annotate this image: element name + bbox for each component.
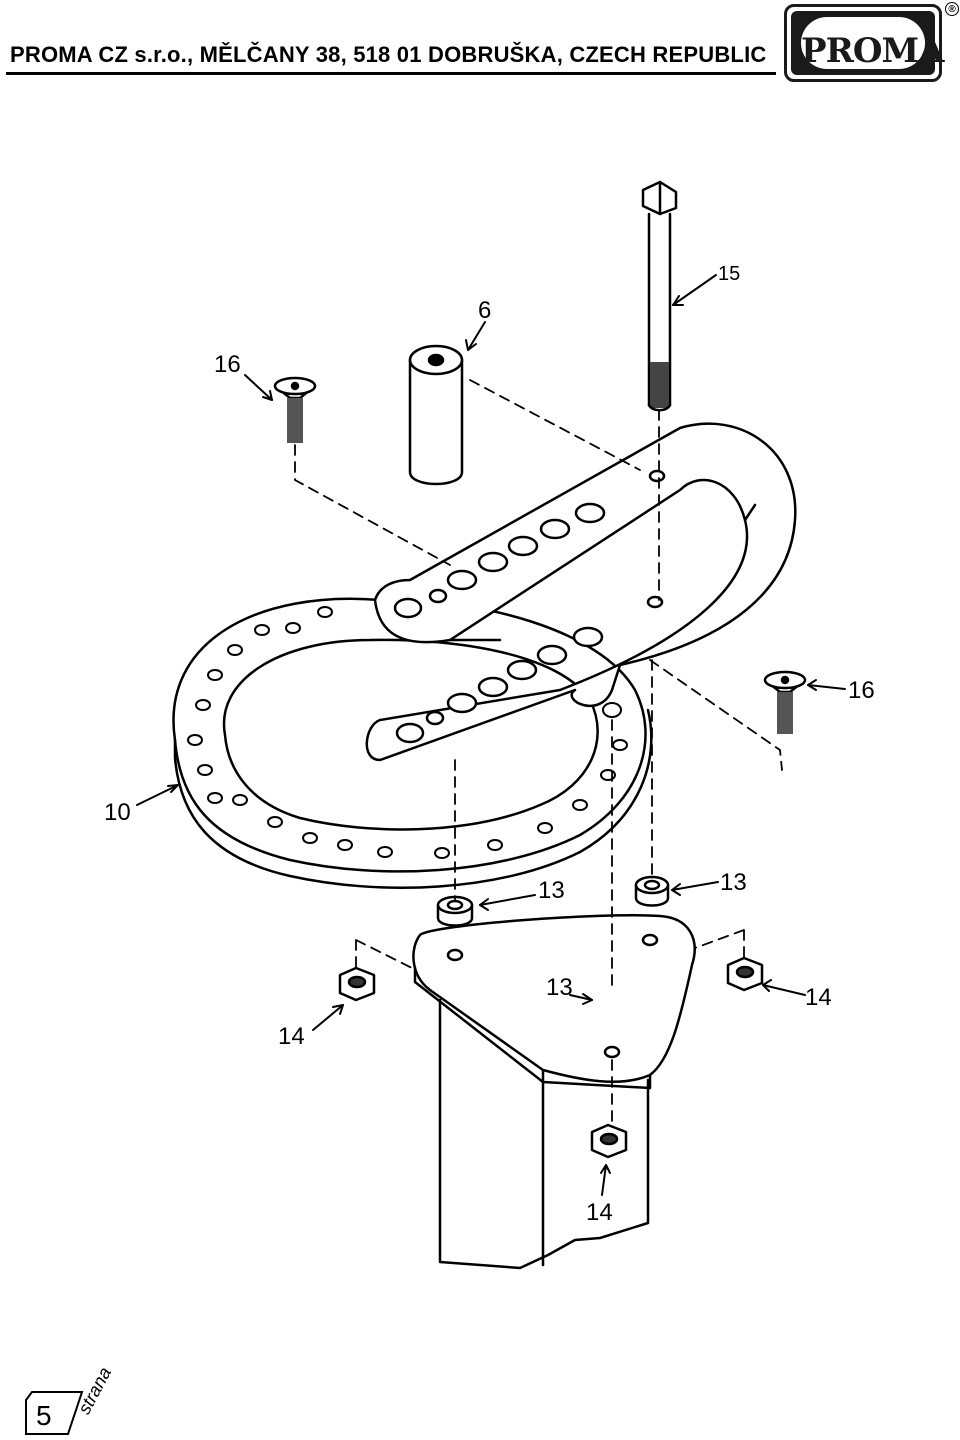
washer-part-13-b <box>634 875 670 907</box>
leader-arrows <box>136 274 846 1196</box>
label-part-13-c: 13 <box>546 974 573 1001</box>
company-address-header: PROMA CZ s.r.o., MĚLČANY 38, 518 01 DOBR… <box>10 42 767 67</box>
countersunk-screw-part-16-right <box>763 670 807 734</box>
logo-text: PROMA <box>801 31 944 71</box>
label-part-14-right: 14 <box>805 984 832 1011</box>
label-part-15: 15 <box>718 263 740 285</box>
label-part-14-bottom: 14 <box>586 1199 613 1226</box>
spacer-part-6 <box>408 344 464 486</box>
hex-nut-part-14-bottom <box>590 1123 628 1159</box>
label-part-14-left: 14 <box>278 1023 305 1050</box>
label-part-10: 10 <box>104 799 131 826</box>
page-number: 5 <box>36 1400 52 1431</box>
label-part-16-left: 16 <box>214 351 241 378</box>
long-bolt-part-15 <box>641 180 678 412</box>
label-part-13-b: 13 <box>720 869 747 896</box>
hex-nut-part-14-left <box>338 966 376 1002</box>
label-part-13-a: 13 <box>538 877 565 904</box>
registered-mark: ® <box>945 2 959 16</box>
countersunk-screw-part-16-left <box>273 376 317 443</box>
label-part-6: 6 <box>478 297 491 324</box>
header-divider <box>6 72 776 75</box>
page-number-badge <box>25 1391 84 1435</box>
assembly-dash-lines <box>294 379 783 1126</box>
proma-logo: PROMA <box>784 4 944 82</box>
washer-part-13-a <box>436 895 474 927</box>
base-bracket <box>412 914 696 1270</box>
label-part-16-right: 16 <box>848 677 875 704</box>
u-shaped-arm <box>365 422 797 762</box>
hex-nut-part-14-right <box>726 956 764 992</box>
